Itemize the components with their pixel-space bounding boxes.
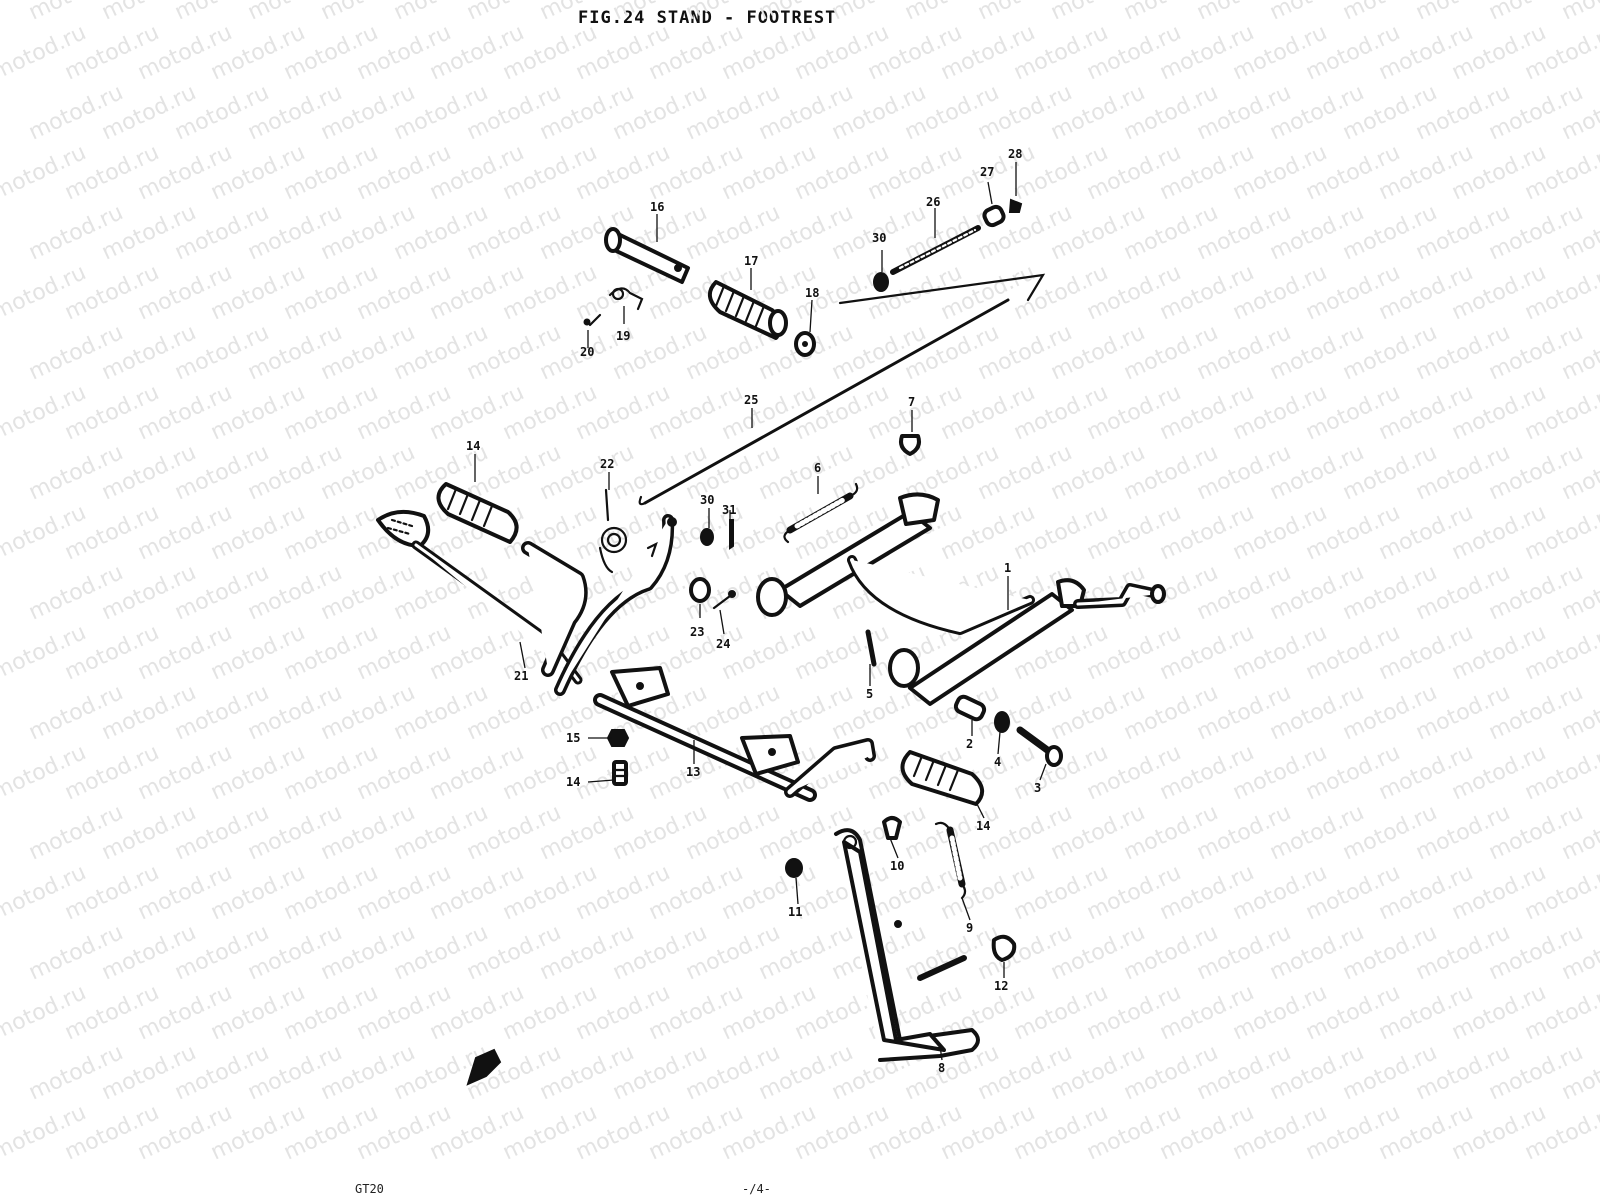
callout-8: 8 [938, 1061, 945, 1075]
callout-11: 11 [788, 905, 802, 919]
watermark-text: motod.ru [1558, 0, 1600, 25]
callout-31: 31 [722, 503, 736, 517]
callout-25: 24 [716, 637, 730, 651]
callout-24: 23 [690, 625, 704, 639]
cap-7 [899, 434, 921, 456]
callout-14-right: 14 [976, 819, 990, 833]
wedge-line [838, 273, 1046, 305]
spring-23 [598, 488, 628, 574]
center-stand-1 [756, 492, 1166, 706]
brake-lever-arm [521, 514, 677, 696]
pin-17 [604, 227, 690, 284]
drawing-layer: 16 17 18 19 20 30 26 27 28 25 7 6 14 22 … [376, 147, 1166, 1086]
footrest-rubber-14-right [900, 750, 984, 806]
callout-18: 17 [744, 254, 758, 268]
callout-9: 9 [966, 921, 973, 935]
callout-15: 14 [566, 775, 580, 789]
callout-19: 18 [805, 286, 819, 300]
callout-23: 22 [600, 457, 614, 471]
callout-14-left: 14 [466, 439, 480, 453]
callout-3: 3 [1034, 781, 1041, 795]
pin-5 [865, 629, 877, 667]
cotter-31 [729, 519, 734, 550]
callout-21: 20 [580, 345, 594, 359]
bolt-15 [612, 760, 628, 786]
callout-27: 26 [926, 195, 940, 209]
callout-1: 1 [1004, 561, 1011, 575]
washer-30-mid [700, 528, 714, 546]
rod-26 [638, 298, 1010, 506]
callout-16: 15 [566, 731, 580, 745]
washer-19 [794, 331, 816, 357]
washer-24 [689, 577, 711, 603]
spring-9 [934, 821, 967, 900]
callout-5: 5 [866, 687, 873, 701]
side-stand-8 [834, 828, 980, 1062]
bolt-27 [890, 225, 981, 275]
washer-30-top [873, 272, 889, 292]
spring-6 [783, 482, 859, 544]
callout-7: 7 [908, 395, 915, 409]
leader-lines [474, 162, 1047, 1061]
callout-26: 25 [744, 393, 758, 407]
nut-11 [785, 858, 803, 878]
collar-28 [982, 204, 1006, 228]
bolt-3 [1016, 726, 1063, 767]
callout-layer: 16 17 18 19 20 30 26 27 28 25 7 6 14 22 … [466, 147, 1041, 1075]
callout-22: 21 [514, 669, 528, 683]
nut-29 [1008, 198, 1023, 213]
footrest-bar-13 [593, 666, 876, 802]
front-arrow-icon [466, 1048, 502, 1086]
callout-29: 28 [1008, 147, 1022, 161]
washer-4 [994, 711, 1010, 733]
footrest-rubber-14-left [436, 482, 519, 544]
pin-25 [712, 590, 736, 610]
callout-13: 13 [686, 765, 700, 779]
callout-4: 4 [994, 755, 1001, 769]
callout-20: 19 [616, 329, 630, 343]
callout-30-mid: 30 [700, 493, 714, 507]
callout-12: 12 [994, 979, 1008, 993]
callout-17: 16 [650, 200, 664, 214]
figure-title: FIG.24 STAND - FOOTREST [578, 8, 837, 28]
clip-20 [608, 287, 644, 311]
cap-12 [991, 934, 1017, 962]
collar-2 [953, 694, 987, 722]
model-code: GT20 [355, 1182, 384, 1196]
footrest-rubber-18 [708, 280, 788, 340]
cotter-21 [583, 313, 602, 327]
callout-28: 27 [980, 165, 994, 179]
callout-10: 10 [890, 859, 904, 873]
callout-2: 2 [966, 737, 973, 751]
callout-30-top: 30 [872, 231, 886, 245]
callout-6: 6 [814, 461, 821, 475]
bolt-10 [882, 816, 902, 840]
page-number: -/4- [742, 1182, 771, 1196]
